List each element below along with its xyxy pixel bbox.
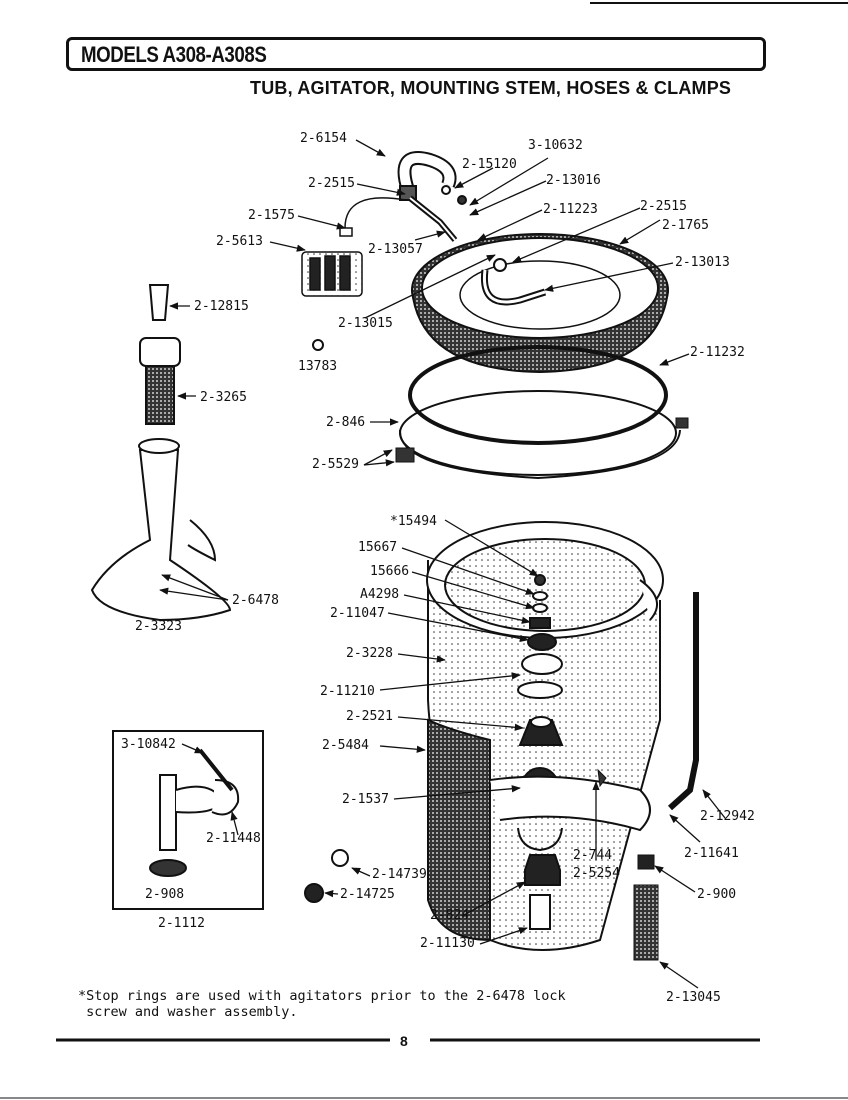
footnote: *Stop rings are used with agitators prio…: [78, 988, 566, 1020]
page-subtitle: TUB, AGITATOR, MOUNTING STEM, HOSES & CL…: [250, 78, 732, 98]
label-2-11641: 2-11641: [684, 846, 739, 861]
label-2-1765: 2-1765: [662, 218, 709, 233]
label-2-11130: 2-11130: [420, 936, 475, 951]
label-2-5484: 2-5484: [322, 738, 369, 753]
label-2-13015: 2-13015: [338, 316, 393, 331]
label-13783: 13783: [298, 359, 338, 374]
inset-parts: [149, 748, 240, 877]
label-2-15120: 2-15120: [462, 157, 517, 172]
clip-14739: [331, 849, 349, 867]
label-2-824: 2-824: [430, 908, 470, 923]
mounting-stem: [90, 284, 232, 622]
leader-lines: [159, 139, 726, 989]
mounting-bracket: [489, 775, 651, 832]
label-2-900: 2-900: [697, 887, 737, 902]
label-2-5529: 2-5529: [312, 457, 359, 472]
label-2-2515-right: 2-2515: [640, 199, 687, 214]
page-number: 8: [400, 1033, 408, 1049]
label-2-3323: 2-3323: [135, 619, 182, 634]
label-2-1112: 2-1112: [158, 916, 205, 931]
label-3-10842: 3-10842: [121, 737, 176, 752]
label-2-12942: 2-12942: [700, 809, 755, 824]
label-3-10632: 3-10632: [528, 138, 583, 153]
label-15666: 15666: [370, 564, 410, 579]
title-box: MODELS A308-A308S: [66, 37, 766, 71]
label-2-1537: 2-1537: [342, 792, 389, 807]
page-title: MODELS A308-A308S: [81, 42, 267, 67]
label-2-11448: 2-11448: [206, 831, 261, 846]
label-2-6478: 2-6478: [232, 593, 279, 608]
label-2-6154: 2-6154: [300, 131, 347, 146]
label-15667: 15667: [358, 540, 398, 555]
label-2-12815: 2-12815: [194, 299, 249, 314]
tub: [426, 521, 664, 951]
cap-14725: [304, 883, 324, 903]
label-2-1575: 2-1575: [248, 208, 295, 223]
label-2-846: 2-846: [326, 415, 366, 430]
tub-cover: [411, 233, 669, 374]
label-2-14725: 2-14725: [340, 887, 395, 902]
label-A4298: A4298: [360, 587, 400, 602]
label-2-3228: 2-3228: [346, 646, 393, 661]
label-2-13016: 2-13016: [546, 173, 601, 188]
label-2-908: 2-908: [145, 887, 185, 902]
drain-hose: [633, 592, 699, 961]
label-2-13057: 2-13057: [368, 242, 423, 257]
label-2-3265: 2-3265: [200, 390, 247, 405]
label-2-744: 2-744: [573, 848, 613, 863]
label-2-13045: 2-13045: [666, 990, 721, 1005]
tub-ring: [395, 345, 689, 480]
label-2-5254: 2-5254: [573, 866, 620, 881]
label-2-13013: 2-13013: [675, 255, 730, 270]
label-2-11210: 2-11210: [320, 684, 375, 699]
screw-744: [597, 768, 607, 788]
label-15494: *15494: [390, 514, 437, 529]
washer-13783: [312, 339, 324, 351]
label-2-14739: 2-14739: [372, 867, 427, 882]
label-2-11223: 2-11223: [543, 202, 598, 217]
water-valve: [301, 227, 363, 297]
inset-box: [112, 730, 264, 910]
label-2-11047: 2-11047: [330, 606, 385, 621]
label-2-2521: 2-2521: [346, 709, 393, 724]
label-2-2515-left: 2-2515: [308, 176, 355, 191]
label-2-5613: 2-5613: [216, 234, 263, 249]
label-2-11232: 2-11232: [690, 345, 745, 360]
